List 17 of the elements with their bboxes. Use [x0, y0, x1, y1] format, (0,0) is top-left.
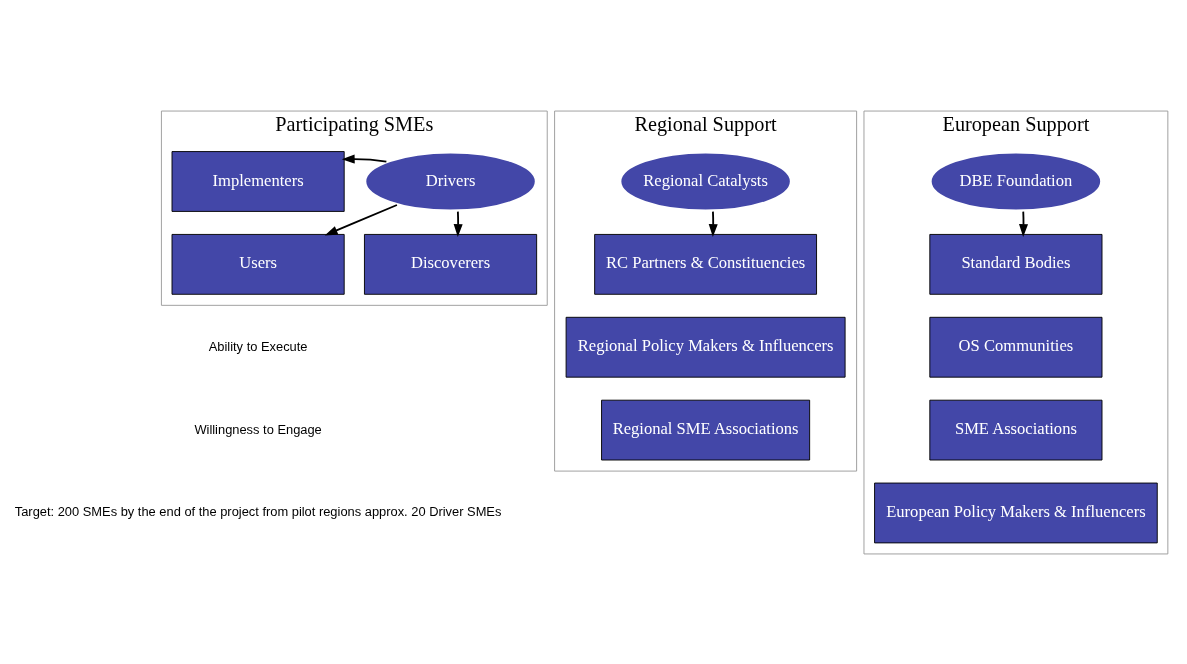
node-box: European Policy Makers & Influencers [874, 482, 1158, 543]
node-box: Standard Bodies [929, 233, 1103, 295]
node-box: Users [171, 233, 345, 295]
node-box: Discoverers [364, 233, 538, 295]
node-box: Regional SME Associations [601, 399, 811, 460]
arrow [341, 154, 388, 164]
node-box: RC Partners & Constituencies [594, 233, 817, 295]
arrow [453, 210, 463, 237]
node-box: Regional Policy Makers & Influencers [565, 316, 846, 378]
label: Ability to Execute [208, 338, 308, 354]
label: Target: 200 SMEs by the end of the project from pilot regions approx. 20 Driver SMEs [14, 503, 502, 519]
node-box: Implementers [171, 150, 345, 212]
node-box: SME Associations [929, 399, 1103, 460]
arrow [708, 210, 718, 237]
arrow [324, 203, 398, 235]
label: Willingness to Engage [194, 421, 322, 437]
node-box: OS Communities [929, 316, 1103, 378]
